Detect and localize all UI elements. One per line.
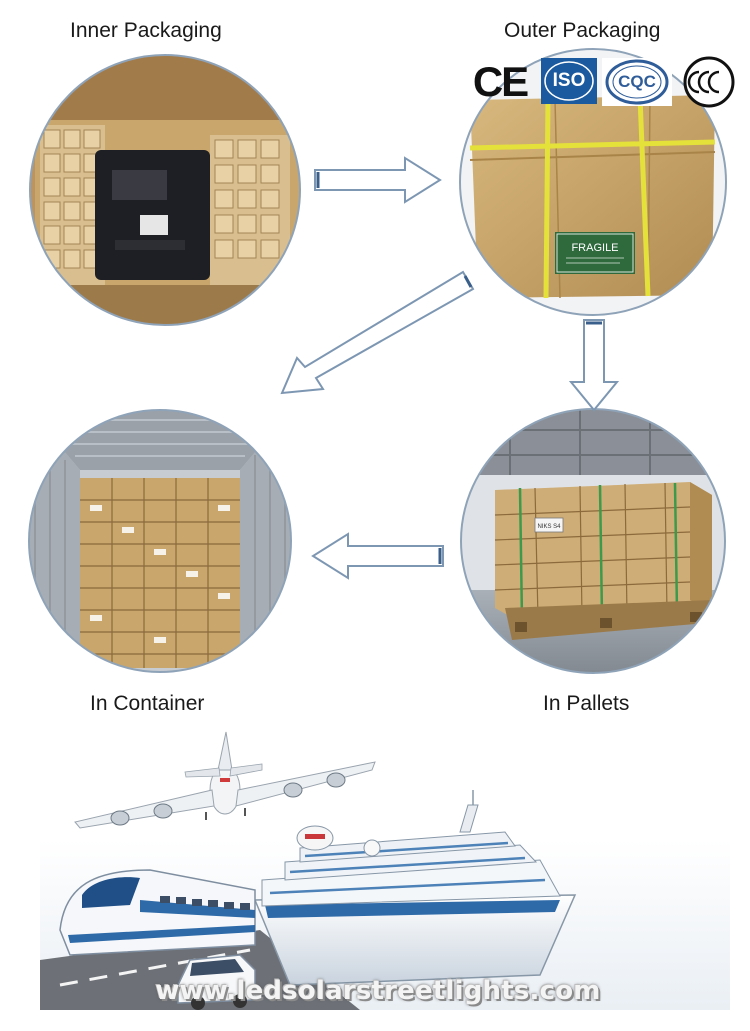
arrow-pallets-to-container	[311, 532, 444, 580]
container-photo	[28, 409, 292, 673]
pallets-label: In Pallets	[543, 692, 630, 715]
cruise-ship-icon	[253, 790, 577, 986]
fragile-label: FRAGILE	[571, 242, 618, 254]
website-watermark: www.ledsolarstreetlights.com	[155, 976, 601, 1006]
ccc-logo	[683, 56, 735, 108]
pallets-photo: NIKS S4	[460, 408, 726, 674]
inner-packaging-label: Inner Packaging	[70, 19, 222, 42]
arrow-inner-to-outer	[314, 156, 442, 204]
pallet-label: NIKS S4	[537, 524, 561, 530]
outer-packaging-label: Outer Packaging	[504, 19, 661, 42]
cqc-mark: CQC	[618, 72, 656, 91]
train-icon	[59, 869, 256, 956]
iso-mark: ISO	[552, 70, 586, 91]
van-icon	[177, 954, 256, 1010]
airplane-icon	[74, 731, 376, 829]
ce-mark: CE	[472, 58, 529, 105]
container-label: In Container	[90, 692, 205, 715]
arrow-outer-to-pallets	[568, 319, 620, 412]
iso-logo	[541, 58, 597, 104]
inner-packaging-photo	[29, 54, 301, 326]
arrow-outer-to-container	[280, 270, 475, 395]
cqc-logo	[602, 58, 672, 106]
outer-packaging-photo: FRAGILE	[459, 48, 727, 316]
